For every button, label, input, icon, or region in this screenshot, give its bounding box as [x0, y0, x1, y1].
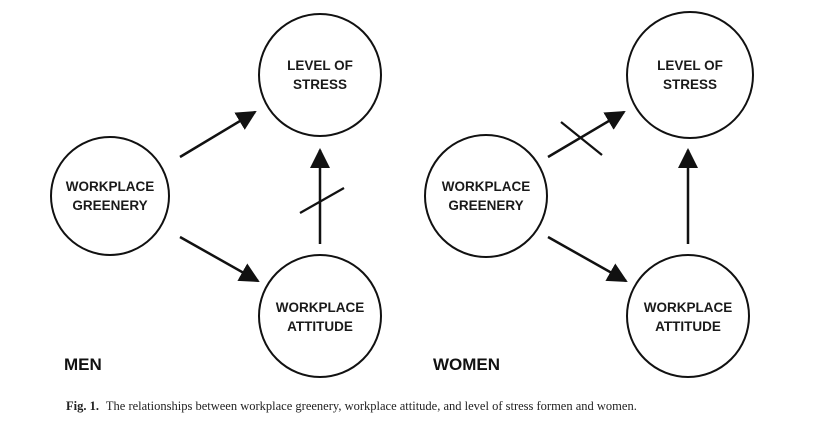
edge-greenery-to-attitude: [179, 235, 260, 283]
edge-cross-mark: [560, 121, 603, 156]
figure-caption: Fig. 1. The relationships between workpl…: [66, 399, 806, 414]
relationship-diagram: WORKPLACE GREENERY LEVEL OF STRESS WORKP…: [50, 11, 754, 378]
node-workplace-attitude-label-line2: ATTITUDE: [655, 319, 721, 334]
node-workplace-greenery: [424, 134, 548, 258]
node-level-of-stress-label-line2: STRESS: [293, 77, 347, 92]
panel-men: WORKPLACE GREENERY LEVEL OF STRESS WORKP…: [50, 13, 382, 378]
node-workplace-attitude-label-line1: WORKPLACE: [644, 300, 733, 315]
edge-cross-mark: [299, 187, 345, 214]
group-label-women: WOMEN: [433, 355, 500, 374]
node-level-of-stress-label-line1: LEVEL OF: [657, 58, 723, 73]
figure-caption-text: The relationships between workplace gree…: [105, 399, 637, 413]
node-workplace-greenery-label-line2: GREENERY: [72, 198, 147, 213]
node-workplace-greenery-label-line2: GREENERY: [448, 198, 523, 213]
figure-caption-label: Fig. 1.: [66, 399, 99, 413]
node-level-of-stress: [626, 11, 754, 139]
node-workplace-attitude: [258, 254, 382, 378]
panel-women: WORKPLACE GREENERY LEVEL OF STRESS WORKP…: [424, 11, 754, 378]
node-workplace-attitude-label-line2: ATTITUDE: [287, 319, 353, 334]
node-level-of-stress-label-line1: LEVEL OF: [287, 58, 353, 73]
node-workplace-greenery: [50, 136, 170, 256]
node-level-of-stress-label-line2: STRESS: [663, 77, 717, 92]
node-workplace-attitude-label-line1: WORKPLACE: [276, 300, 365, 315]
node-workplace-greenery-label-line1: WORKPLACE: [442, 179, 531, 194]
node-level-of-stress: [258, 13, 382, 137]
node-workplace-attitude: [626, 254, 750, 378]
edge-greenery-to-stress: [547, 110, 626, 159]
group-label-men: MEN: [64, 355, 102, 374]
edge-greenery-to-stress: [179, 110, 257, 159]
node-workplace-greenery-label-line1: WORKPLACE: [66, 179, 155, 194]
edge-greenery-to-attitude: [547, 235, 628, 283]
